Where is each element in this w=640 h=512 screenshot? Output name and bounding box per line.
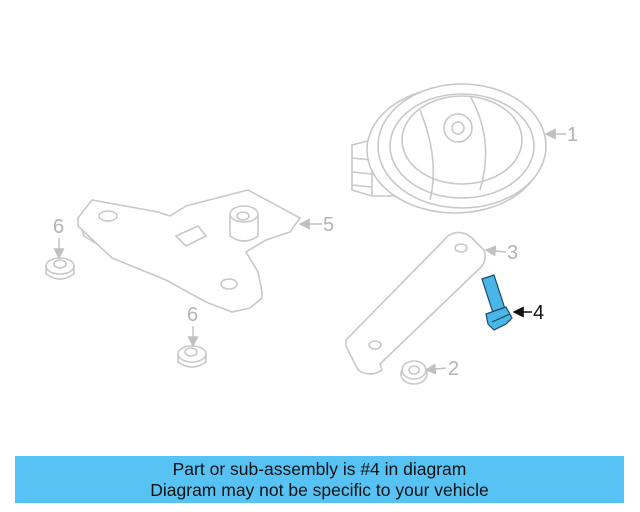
callout-1[interactable]: 1: [567, 124, 578, 146]
callout-5[interactable]: 5: [323, 214, 334, 236]
banner-line-2: Diagram may not be specific to your vehi…: [150, 479, 489, 500]
horn-part: [351, 83, 547, 214]
leader-lines: [53, 128, 566, 375]
bracket-strap-part: [345, 231, 486, 375]
callout-6-left[interactable]: 6: [53, 216, 64, 238]
callout-2[interactable]: 2: [448, 358, 459, 380]
callout-6-mid[interactable]: 6: [187, 304, 198, 326]
grommet-mid-part: [177, 345, 207, 368]
info-banner: Part or sub-assembly is #4 in diagram Di…: [15, 456, 624, 503]
parts-diagram: 1 2 3 4 5 6 6: [45, 83, 578, 385]
bolt-part-highlighted[interactable]: [481, 274, 513, 331]
callout-4[interactable]: 4: [533, 302, 544, 324]
banner-line-1: Part or sub-assembly is #4 in diagram: [172, 458, 467, 479]
nut-part: [400, 360, 428, 385]
callout-3[interactable]: 3: [507, 242, 518, 264]
grommet-left-part: [45, 257, 75, 280]
mount-bracket-part: [77, 189, 302, 313]
